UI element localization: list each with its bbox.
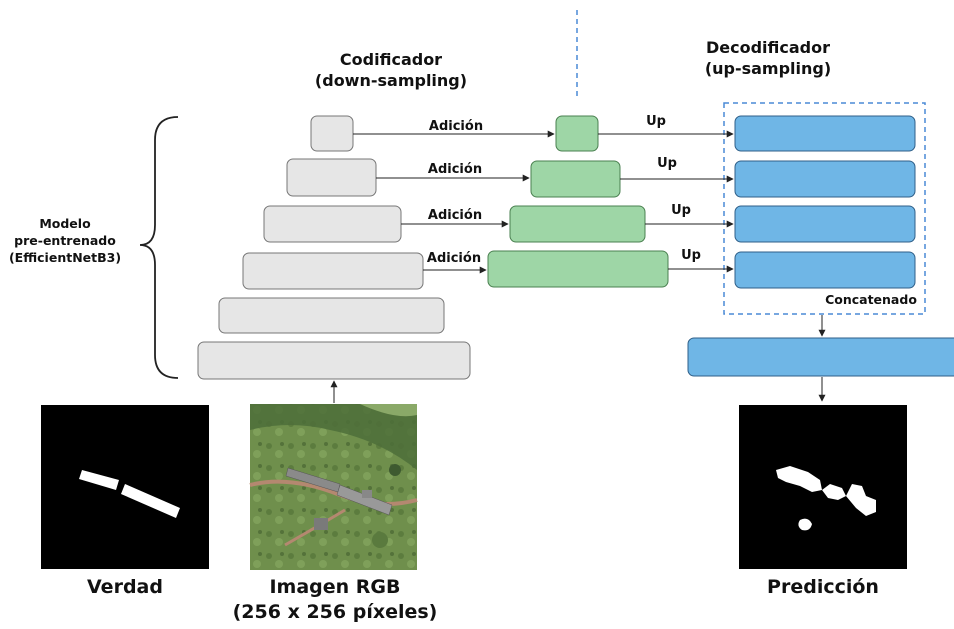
decoder-subtitle: (up-sampling) xyxy=(705,59,831,78)
encoder-block xyxy=(197,341,471,380)
up-label: Up xyxy=(657,156,677,171)
concat-output-block xyxy=(687,337,954,377)
up-labels: Up Up Up Up xyxy=(646,114,701,263)
decoder-block xyxy=(734,205,916,243)
input-caption-line1: Imagen RGB xyxy=(269,576,401,598)
encoder-block xyxy=(286,158,377,197)
model-label-line1: Modelo xyxy=(39,216,91,231)
addition-labels: Adición Adición Adición Adición xyxy=(427,119,483,266)
truth-caption: Verdad xyxy=(87,576,163,598)
encoder-blocks xyxy=(197,115,471,380)
model-brace xyxy=(139,116,179,379)
model-label-line3: (EfficientNetB3) xyxy=(9,250,121,265)
encoder-block xyxy=(242,252,424,290)
up-arrows xyxy=(598,130,734,273)
skip-block xyxy=(555,115,599,152)
decoder-block xyxy=(734,115,916,152)
encoder-block xyxy=(218,297,445,334)
up-label: Up xyxy=(681,248,701,263)
rgb-input-image xyxy=(249,404,418,570)
skip-block xyxy=(487,250,669,288)
addition-arrows xyxy=(353,130,555,274)
addition-label: Adición xyxy=(428,162,482,177)
skip-block xyxy=(509,205,646,243)
up-label: Up xyxy=(646,114,666,129)
addition-label: Adición xyxy=(427,251,481,266)
decoder-group-box xyxy=(723,102,926,315)
prediction-caption: Predicción xyxy=(767,576,879,598)
concat-label: Concatenado xyxy=(825,292,917,307)
encoder-block xyxy=(263,205,402,243)
ground-truth-mask xyxy=(41,405,209,569)
addition-label: Adición xyxy=(428,208,482,223)
decoder-block xyxy=(734,251,916,289)
encoder-subtitle: (down-sampling) xyxy=(315,71,467,90)
decoder-blocks xyxy=(734,115,916,289)
model-label-line2: pre-entrenado xyxy=(14,233,116,248)
prediction-mask xyxy=(739,405,907,569)
skip-block xyxy=(530,160,621,198)
encoder-title: Codificador xyxy=(340,50,442,69)
addition-label: Adición xyxy=(429,119,483,134)
encoder-block xyxy=(310,115,354,152)
decoder-block xyxy=(734,160,916,198)
input-caption-line2: (256 x 256 píxeles) xyxy=(232,601,438,623)
skip-blocks xyxy=(487,115,669,288)
decoder-title: Decodificador xyxy=(706,38,830,57)
up-label: Up xyxy=(671,203,691,218)
